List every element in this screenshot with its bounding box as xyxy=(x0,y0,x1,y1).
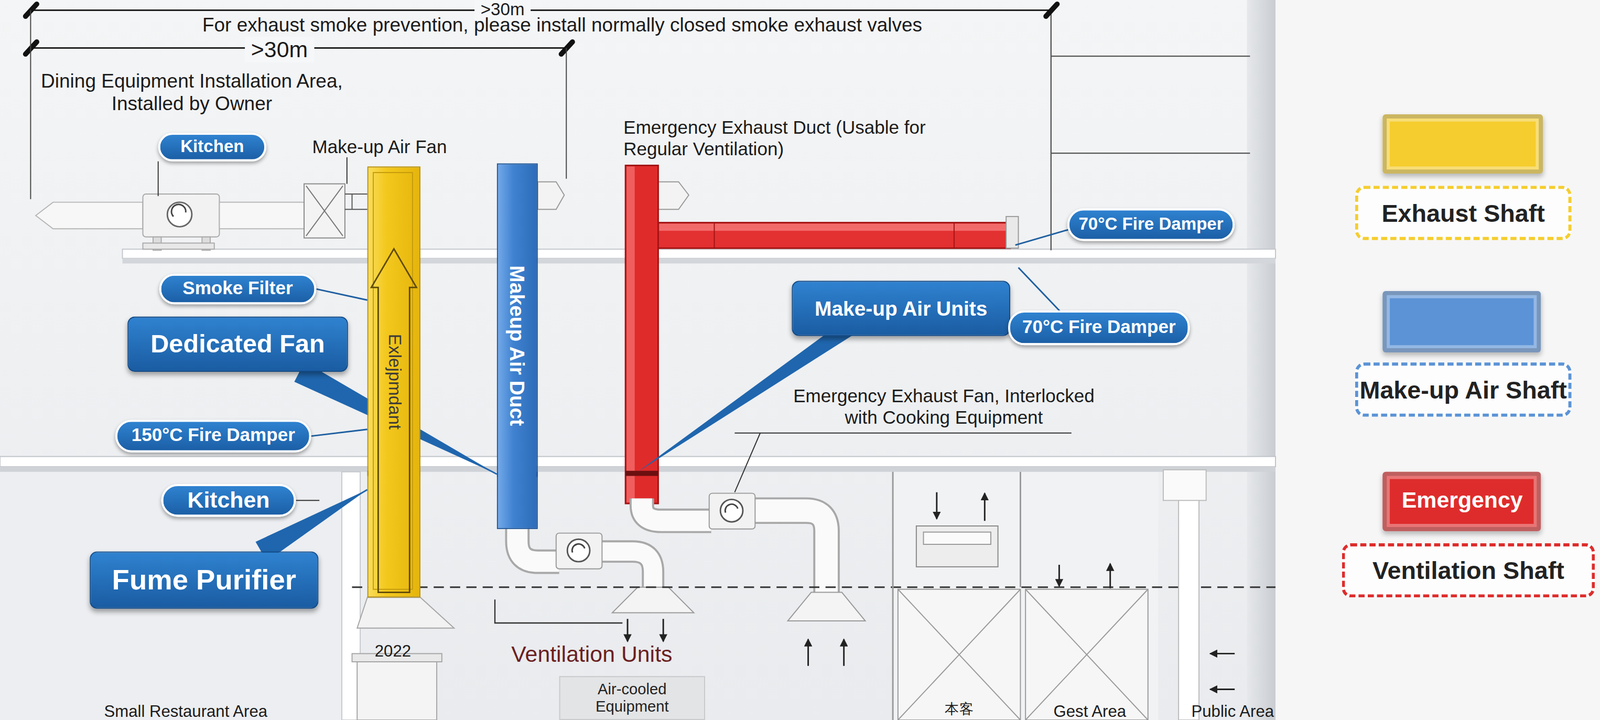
leader-line xyxy=(316,288,367,300)
text-label: 本客 xyxy=(933,700,985,717)
node-text: Kitchen xyxy=(180,137,244,157)
pill-label: Kitchen xyxy=(158,132,267,162)
text-label: Emergency Exhaust Fan, Interlocked with … xyxy=(775,385,1112,429)
text-label: Emergency Exhaust Duct (Usable for Regul… xyxy=(623,117,930,160)
node-text: 70°C Fire Damper xyxy=(1078,214,1224,234)
callout-box: Fume Purifier xyxy=(89,551,319,609)
exhaust-duct: Exlejpmdant xyxy=(367,166,421,598)
connector xyxy=(311,429,368,437)
node-text: 150°C Fire Damper xyxy=(131,425,296,447)
pill-label: 150°C Fire Damper xyxy=(115,419,312,452)
text-label: Small Restaurant Area xyxy=(63,702,309,720)
text-label: Emergency xyxy=(1385,487,1539,513)
legend-text: Ventilation Shaft xyxy=(1342,543,1596,598)
leader-line xyxy=(311,429,368,437)
pill-label: Smoke Filter xyxy=(159,273,317,305)
callout-box: Make-up Air Units xyxy=(791,280,1011,337)
makeup-air-duct: Makeup Air Duct xyxy=(496,163,538,529)
text-label: For exhaust smoke prevention, please ins… xyxy=(103,14,1022,37)
text-label: >30m xyxy=(244,36,315,63)
connector xyxy=(316,288,367,300)
callout-box: Dedicated Fan xyxy=(127,316,348,372)
text-label: Public Area xyxy=(1181,702,1284,720)
node-text: Kitchen xyxy=(187,488,270,513)
node-text: Make-up Air Units xyxy=(814,297,988,320)
node-text: Smoke Filter xyxy=(182,278,293,300)
pill-label: 70°C Fire Damper xyxy=(1067,208,1235,241)
text-label: 2022 xyxy=(362,642,424,662)
node-text: 70°C Fire Damper xyxy=(1022,317,1176,339)
node-text: Makeup Air Duct xyxy=(505,265,529,427)
legend-swatch xyxy=(1382,290,1541,353)
legend-text: Make-up Air Shaft xyxy=(1355,362,1572,417)
legend-swatch xyxy=(1382,114,1543,174)
node-text: Air-cooled Equipment xyxy=(560,680,705,715)
legend-text: Exhaust Shaft xyxy=(1355,185,1572,240)
pill-label: 70°C Fire Damper xyxy=(1008,310,1190,345)
node-text: Dedicated Fan xyxy=(150,330,326,359)
text-label: Make-up Air Fan xyxy=(287,136,472,158)
duct-inner-edge xyxy=(373,172,413,590)
flow-arrow xyxy=(371,248,417,592)
text-label: Ventilation Units xyxy=(479,641,705,667)
pill-label: Kitchen xyxy=(161,483,297,517)
node-text: Exlejpmdant xyxy=(384,333,404,430)
text-label: Dining Equipment Installation Area, Inst… xyxy=(23,70,361,115)
node-text: Fume Purifier xyxy=(112,564,297,596)
text-label: Gest Area xyxy=(1033,702,1147,720)
equipment-box: Air-cooled Equipment xyxy=(559,675,706,720)
